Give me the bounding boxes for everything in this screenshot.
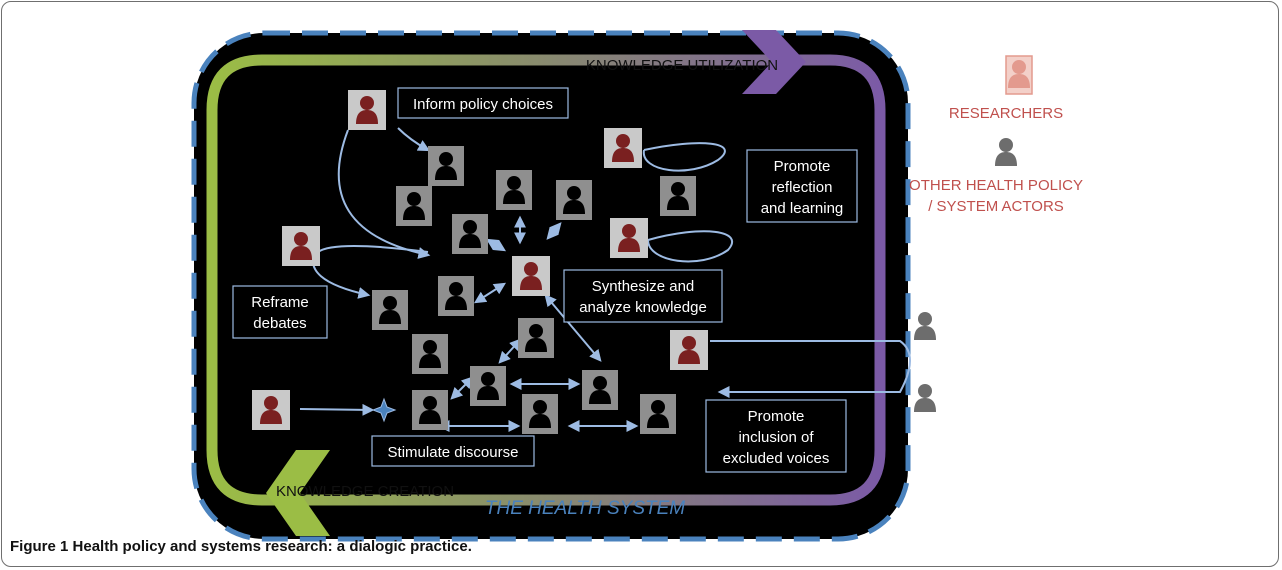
- arrow-to-discourse-spark: [299, 403, 375, 416]
- utilization-chevron-icon: [742, 30, 806, 94]
- promote-inclusion-line-1: Promote: [748, 408, 805, 425]
- loop-arrow-reflection-2: [647, 230, 734, 263]
- legend-actor-icon: [995, 138, 1017, 166]
- synthesize-line-1: Synthesize and: [592, 278, 695, 295]
- health-system-label: THE HEALTH SYSTEM: [485, 498, 685, 519]
- knowledge-utilization-label: KNOWLEDGE UTILIZATION: [586, 57, 778, 74]
- arrow-bidirectional-g: [450, 376, 474, 400]
- legend-other-actors-line-2: / SYSTEM ACTORS: [928, 198, 1064, 215]
- reframe-box: [232, 285, 328, 339]
- excluded-actor-icon: [914, 312, 936, 340]
- arrow-inclusion-loop: [710, 340, 911, 398]
- inform-text: Inform policy choices: [413, 96, 553, 113]
- synthesize-line-2: analyze knowledge: [579, 299, 707, 316]
- arrow-bidirectional-d: [473, 282, 507, 304]
- arrow-inform-to-actor: [397, 127, 431, 152]
- legend: RESEARCHERS OTHER HEALTH POLICY / SYSTEM…: [909, 55, 1083, 215]
- loop-arrow-reflection-1: [642, 142, 726, 172]
- legend-researchers-label: RESEARCHERS: [949, 105, 1063, 122]
- promote-reflection-line-1: Promote: [774, 158, 831, 175]
- promote-reflection-box: [746, 149, 858, 223]
- arrow-researcher-left-curve: [317, 245, 429, 253]
- arrow-bidirectional-c: [546, 222, 562, 240]
- figure-caption-text: Health policy and systems research: a di…: [72, 538, 472, 555]
- promote-inclusion-box: [705, 399, 847, 473]
- promote-reflection-line-2: reflection: [772, 179, 833, 196]
- reframe-line-1: Reframe: [251, 294, 309, 311]
- arrow-bidirectional-e: [544, 294, 602, 362]
- creation-chevron-icon: [266, 450, 330, 536]
- reframe-line-2: debates: [253, 315, 306, 332]
- knowledge-creation-label: KNOWLEDGE CREATION: [276, 483, 454, 500]
- figure-caption-label: Figure 1: [10, 538, 69, 555]
- stimulate-box: [371, 435, 535, 467]
- arrow-bidirectional-f: [498, 338, 522, 364]
- excluded-actor-icon: [914, 384, 936, 412]
- synthesize-box: [563, 269, 723, 323]
- arrow-researcher-to-center: [337, 129, 431, 259]
- stimulate-text: Stimulate discourse: [388, 444, 519, 461]
- arrow-bidirectional-a: [485, 238, 507, 252]
- promote-reflection-line-3: and learning: [761, 200, 844, 217]
- discourse-spark-icon: [371, 397, 397, 423]
- promote-inclusion-line-2: inclusion of: [738, 429, 814, 446]
- legend-other-actors-line-1: OTHER HEALTH POLICY: [909, 177, 1083, 194]
- promote-inclusion-line-3: excluded voices: [723, 450, 830, 467]
- figure-caption: Figure 1 Health policy and systems resea…: [10, 538, 472, 555]
- inform-box: [397, 87, 569, 119]
